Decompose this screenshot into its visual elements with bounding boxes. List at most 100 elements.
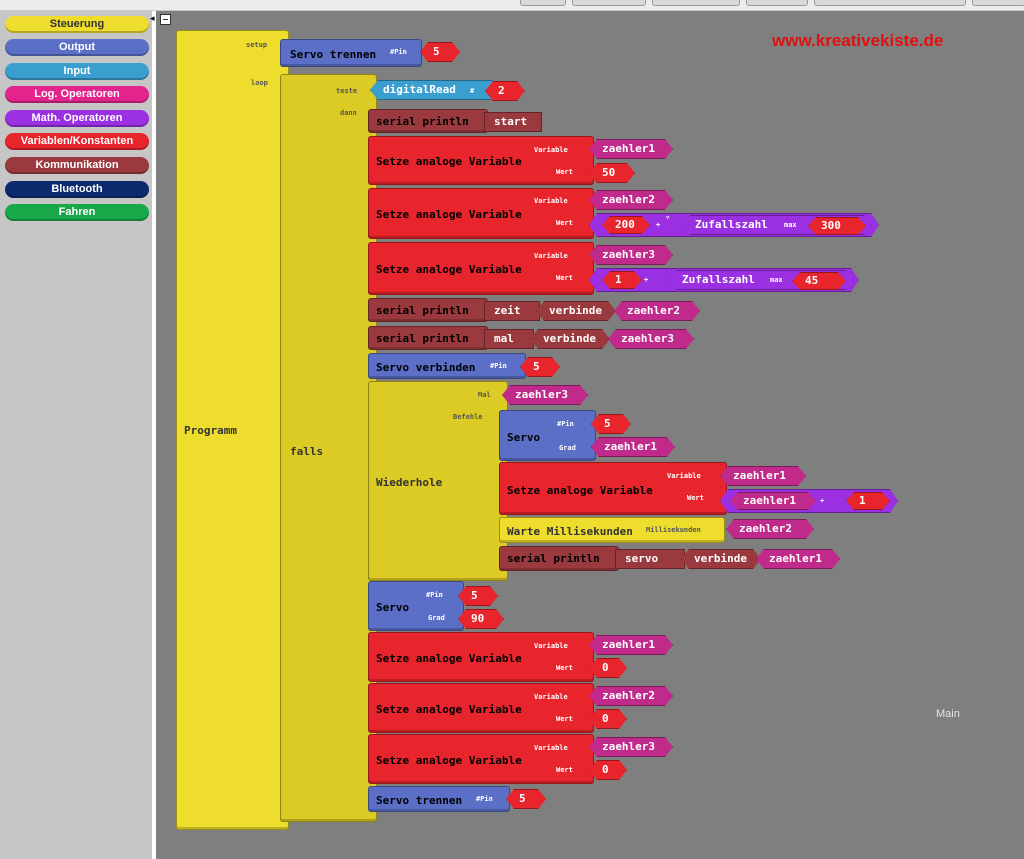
- var-zaehler2[interactable]: zaehler2: [614, 301, 700, 321]
- verbinde-label: verbinde: [543, 332, 596, 345]
- setze-variable-block-1[interactable]: [368, 136, 594, 185]
- number-1[interactable]: 1: [846, 492, 890, 510]
- category-input[interactable]: Input: [5, 63, 149, 80]
- var-zaehler1[interactable]: zaehler1: [589, 139, 673, 159]
- digitalread-block[interactable]: digitalRead: [370, 80, 500, 100]
- var-zaehler1[interactable]: zaehler1: [756, 549, 840, 569]
- category-variablen-konstanten[interactable]: Variablen/Konstanten: [5, 133, 149, 150]
- setze-variable-block-5[interactable]: [368, 632, 594, 682]
- var-zaehler3[interactable]: zaehler3: [589, 245, 673, 265]
- var-zaehler2[interactable]: zaehler2: [589, 686, 673, 706]
- category-output[interactable]: Output: [5, 39, 149, 56]
- number-0[interactable]: 0: [589, 709, 627, 729]
- verbinde-block[interactable]: verbinde: [530, 329, 610, 349]
- serial-println-block[interactable]: [368, 298, 488, 322]
- var-zaehler1[interactable]: zaehler1: [589, 635, 673, 655]
- category-bluetooth[interactable]: Bluetooth: [5, 181, 149, 198]
- number-5[interactable]: 5: [506, 789, 546, 809]
- plus-label: +: [644, 276, 649, 284]
- setze-variable-block-3[interactable]: [368, 242, 594, 295]
- serial-println-block[interactable]: [368, 109, 488, 133]
- millisekunden-label: Millisekunden: [646, 526, 701, 534]
- setze-variable-block-2[interactable]: [368, 188, 594, 239]
- servo-label: Servo: [507, 431, 541, 444]
- falls-label: falls: [290, 445, 324, 458]
- programm-block[interactable]: [176, 30, 289, 830]
- setze-label: Setze analoge Variable: [376, 652, 522, 665]
- collapse-icon[interactable]: [160, 14, 171, 25]
- category-kommunikation[interactable]: Kommunikation: [5, 157, 149, 174]
- servo-trennen-block[interactable]: [280, 39, 422, 67]
- string-mal[interactable]: mal: [484, 329, 534, 349]
- number-0[interactable]: 0: [589, 658, 627, 678]
- var-zaehler1[interactable]: zaehler1: [720, 466, 806, 486]
- servo-trennen-block[interactable]: [368, 786, 510, 812]
- servo-verbinden-block[interactable]: [368, 353, 526, 379]
- string-servo[interactable]: servo: [615, 549, 685, 569]
- var-zaehler2[interactable]: zaehler2: [589, 190, 673, 210]
- verbinde-block[interactable]: verbinde: [536, 301, 616, 321]
- category-fahren[interactable]: Fahren: [5, 204, 149, 221]
- max-label: max: [770, 276, 783, 284]
- servo-block[interactable]: [368, 581, 464, 631]
- block-workspace[interactable]: www.kreativekiste.de Main Programm setup…: [156, 11, 1024, 859]
- number-5[interactable]: 5: [458, 586, 498, 606]
- toolbar-button-5[interactable]: [814, 0, 966, 6]
- number-200[interactable]: 200: [602, 216, 650, 234]
- number-5[interactable]: 5: [520, 357, 560, 377]
- category-steuerung[interactable]: Steuerung: [5, 16, 149, 33]
- verbinde-block[interactable]: verbinde: [681, 549, 761, 569]
- wiederhole-block[interactable]: [368, 381, 508, 581]
- number-5[interactable]: 5: [420, 42, 460, 62]
- warte-block[interactable]: [499, 517, 725, 543]
- collapse-arrow-icon[interactable]: ◂: [150, 14, 155, 24]
- var-zaehler1[interactable]: zaehler1: [730, 492, 816, 510]
- pin-label: #Pin: [557, 420, 574, 428]
- dann-label: dann: [340, 109, 357, 117]
- serial-println-block[interactable]: [368, 326, 488, 350]
- wiederhole-label: Wiederhole: [376, 476, 443, 489]
- category-math-operatoren[interactable]: Math. Operatoren: [5, 110, 149, 127]
- number-1[interactable]: 1: [602, 271, 642, 289]
- var-zaehler3[interactable]: zaehler3: [608, 329, 694, 349]
- toolbar-button-6[interactable]: [972, 0, 1024, 6]
- var-zaehler3[interactable]: zaehler3: [502, 385, 588, 405]
- setze-label: Setze analoge Variable: [376, 263, 522, 276]
- setze-label: Setze analoge Variable: [376, 703, 522, 716]
- number-45[interactable]: 45: [792, 272, 846, 290]
- pin-label: #Pin: [390, 48, 407, 56]
- setze-variable-block-4[interactable]: [499, 462, 727, 515]
- number-50[interactable]: 50: [589, 163, 635, 183]
- wert-label: Wert: [556, 274, 573, 282]
- wert-label: Wert: [556, 715, 573, 723]
- var-zaehler1[interactable]: zaehler1: [591, 437, 675, 457]
- palette-divider[interactable]: [152, 11, 156, 859]
- digitalread-label: digitalRead: [383, 83, 456, 96]
- number-2[interactable]: 2: [485, 81, 525, 101]
- var-zaehler3[interactable]: zaehler3: [589, 737, 673, 757]
- max-label: max: [784, 221, 797, 229]
- grad-label: Grad: [559, 444, 576, 452]
- setze-variable-block-7[interactable]: [368, 734, 594, 784]
- string-zeit[interactable]: zeit: [484, 301, 540, 321]
- toolbar-button-2[interactable]: [572, 0, 646, 6]
- servo-block[interactable]: [499, 410, 596, 461]
- hash-label: #: [470, 87, 475, 95]
- top-toolbar: [0, 0, 1024, 11]
- toolbar-button-1[interactable]: [520, 0, 566, 6]
- setze-variable-block-6[interactable]: [368, 683, 594, 733]
- dropdown-triangle-icon[interactable]: ▿: [665, 213, 671, 223]
- category-log-operatoren[interactable]: Log. Operatoren: [5, 86, 149, 103]
- wert-label: Wert: [687, 494, 704, 502]
- befehle-label: Befehle: [453, 413, 483, 421]
- toolbar-button-4[interactable]: [746, 0, 808, 6]
- var-zaehler2[interactable]: zaehler2: [726, 519, 814, 539]
- number-0[interactable]: 0: [589, 760, 627, 780]
- number-300[interactable]: 300: [808, 217, 866, 235]
- string-start[interactable]: start: [484, 112, 542, 132]
- toolbar-button-3[interactable]: [652, 0, 740, 6]
- serial-println-block[interactable]: [499, 546, 619, 571]
- number-5[interactable]: 5: [591, 414, 631, 434]
- variable-label: Variable: [534, 744, 568, 752]
- number-90[interactable]: 90: [458, 609, 504, 629]
